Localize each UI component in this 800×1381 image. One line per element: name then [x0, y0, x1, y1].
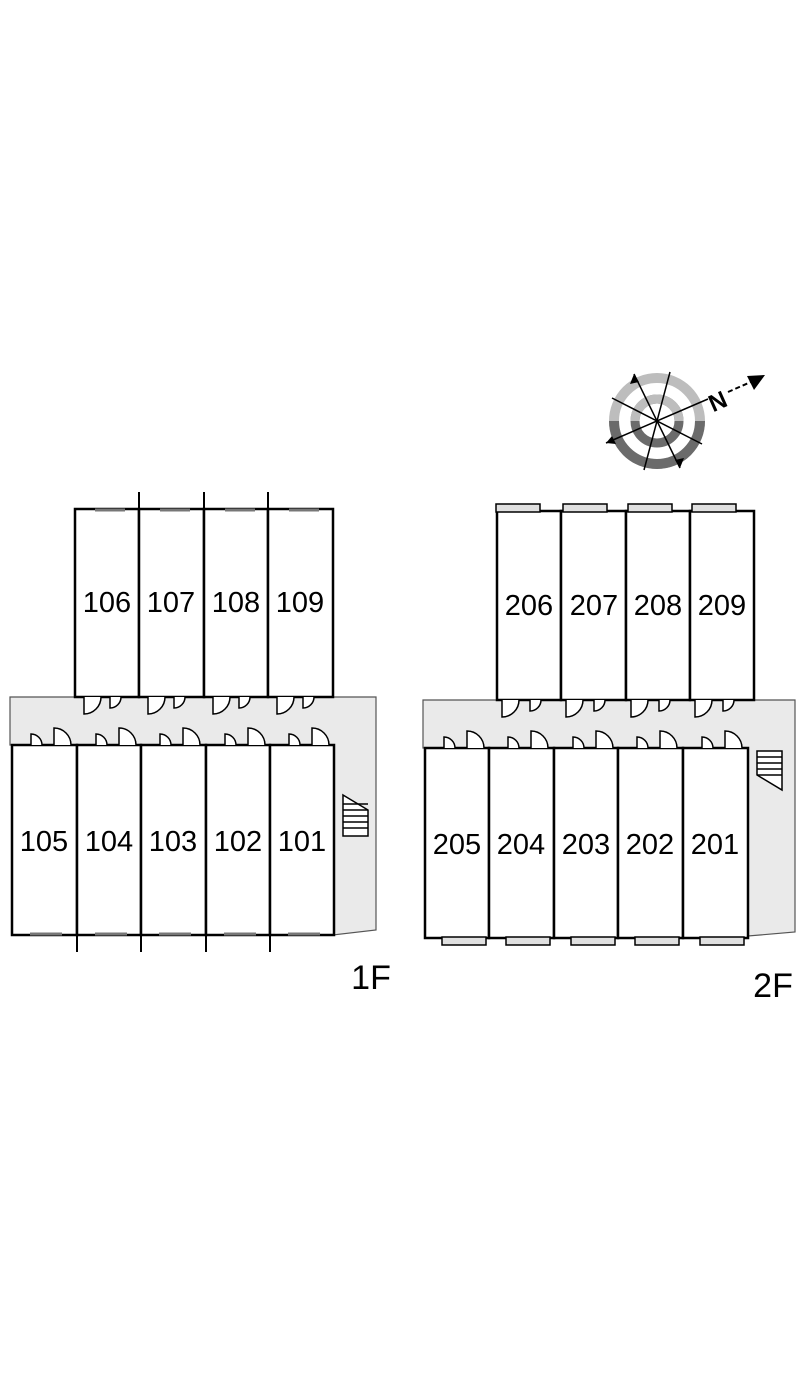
door-icon — [247, 727, 266, 746]
room-205 — [423, 746, 491, 940]
door-icon — [311, 727, 330, 746]
back-row-2f: 206 207 208 209 — [495, 503, 756, 702]
front-row-2f: 205 204 203 202 201 — [423, 746, 750, 946]
door-icon — [276, 696, 295, 715]
door-icon — [147, 696, 166, 715]
door-icon — [694, 699, 713, 718]
room-204 — [487, 746, 556, 940]
stairs-icon — [756, 750, 783, 792]
floor-1f: 106 107 108 109 105 104 103 1 — [9, 492, 391, 997]
unit-label-108: 108 — [212, 587, 260, 619]
balcony — [562, 503, 608, 513]
balcony — [699, 936, 745, 946]
door-icon — [53, 727, 72, 746]
door-icon — [593, 699, 606, 712]
unit-label-105: 105 — [20, 826, 68, 858]
door-icon — [529, 699, 542, 712]
door-icon — [159, 733, 172, 746]
balcony — [570, 936, 616, 946]
unit-label-106: 106 — [83, 587, 131, 619]
door-icon — [659, 730, 678, 749]
unit-label-101: 101 — [278, 826, 326, 858]
door-icon — [466, 730, 485, 749]
door-icon — [173, 696, 186, 709]
floor-label-2f: 2F — [753, 967, 793, 1005]
door-icon — [722, 699, 735, 712]
door-icon — [302, 696, 315, 709]
room-109 — [266, 507, 335, 699]
room-104 — [75, 743, 143, 937]
door-icon — [30, 733, 43, 746]
compass-north-label: N — [705, 386, 732, 418]
unit-label-203: 203 — [562, 829, 610, 861]
door-icon — [630, 699, 649, 718]
unit-label-209: 209 — [698, 590, 746, 622]
room-101 — [268, 743, 336, 937]
unit-label-109: 109 — [276, 587, 324, 619]
unit-label-201: 201 — [691, 829, 739, 861]
room-208 — [624, 509, 692, 702]
door-icon — [83, 696, 102, 715]
door-icon — [565, 699, 584, 718]
doors-2f — [443, 699, 743, 749]
door-icon — [572, 736, 585, 749]
door-icon — [443, 736, 456, 749]
balcony — [505, 936, 551, 946]
floor-label-1f: 1F — [351, 959, 391, 997]
doors-1f — [30, 696, 330, 746]
room-108 — [202, 507, 270, 699]
unit-label-206: 206 — [505, 590, 553, 622]
room-106 — [73, 507, 141, 699]
door-icon — [507, 736, 520, 749]
door-icon — [288, 733, 301, 746]
door-icon — [636, 736, 649, 749]
unit-label-208: 208 — [634, 590, 682, 622]
unit-label-103: 103 — [149, 826, 197, 858]
unit-label-102: 102 — [214, 826, 262, 858]
door-icon — [212, 696, 231, 715]
door-icon — [701, 736, 714, 749]
unit-label-107: 107 — [147, 587, 195, 619]
door-icon — [118, 727, 137, 746]
room-206 — [495, 509, 563, 702]
balcony — [634, 936, 680, 946]
door-icon — [501, 699, 520, 718]
front-row-1f: 105 104 103 102 101 — [10, 743, 336, 952]
back-row-1f: 106 107 108 109 — [73, 492, 335, 699]
door-icon — [224, 733, 237, 746]
door-icon — [595, 730, 614, 749]
unit-label-204: 204 — [497, 829, 545, 861]
door-icon — [95, 733, 108, 746]
balcony — [691, 503, 737, 513]
stairs-icon — [342, 793, 369, 837]
floor-2f: 206 207 208 209 205 204 203 202 201 — [422, 503, 796, 1005]
door-icon — [109, 696, 122, 709]
door-icon — [658, 699, 671, 712]
balcony — [495, 503, 541, 513]
unit-label-207: 207 — [570, 590, 618, 622]
door-icon — [530, 730, 549, 749]
room-207 — [559, 509, 628, 702]
room-102 — [204, 743, 272, 937]
compass-north-arrow-icon: N — [605, 371, 765, 471]
unit-label-202: 202 — [626, 829, 674, 861]
door-icon — [238, 696, 251, 709]
unit-label-104: 104 — [85, 826, 133, 858]
unit-label-205: 205 — [433, 829, 481, 861]
room-209 — [688, 509, 756, 702]
door-icon — [182, 727, 201, 746]
balcony — [441, 936, 487, 946]
balcony — [627, 503, 673, 513]
door-icon — [724, 730, 743, 749]
